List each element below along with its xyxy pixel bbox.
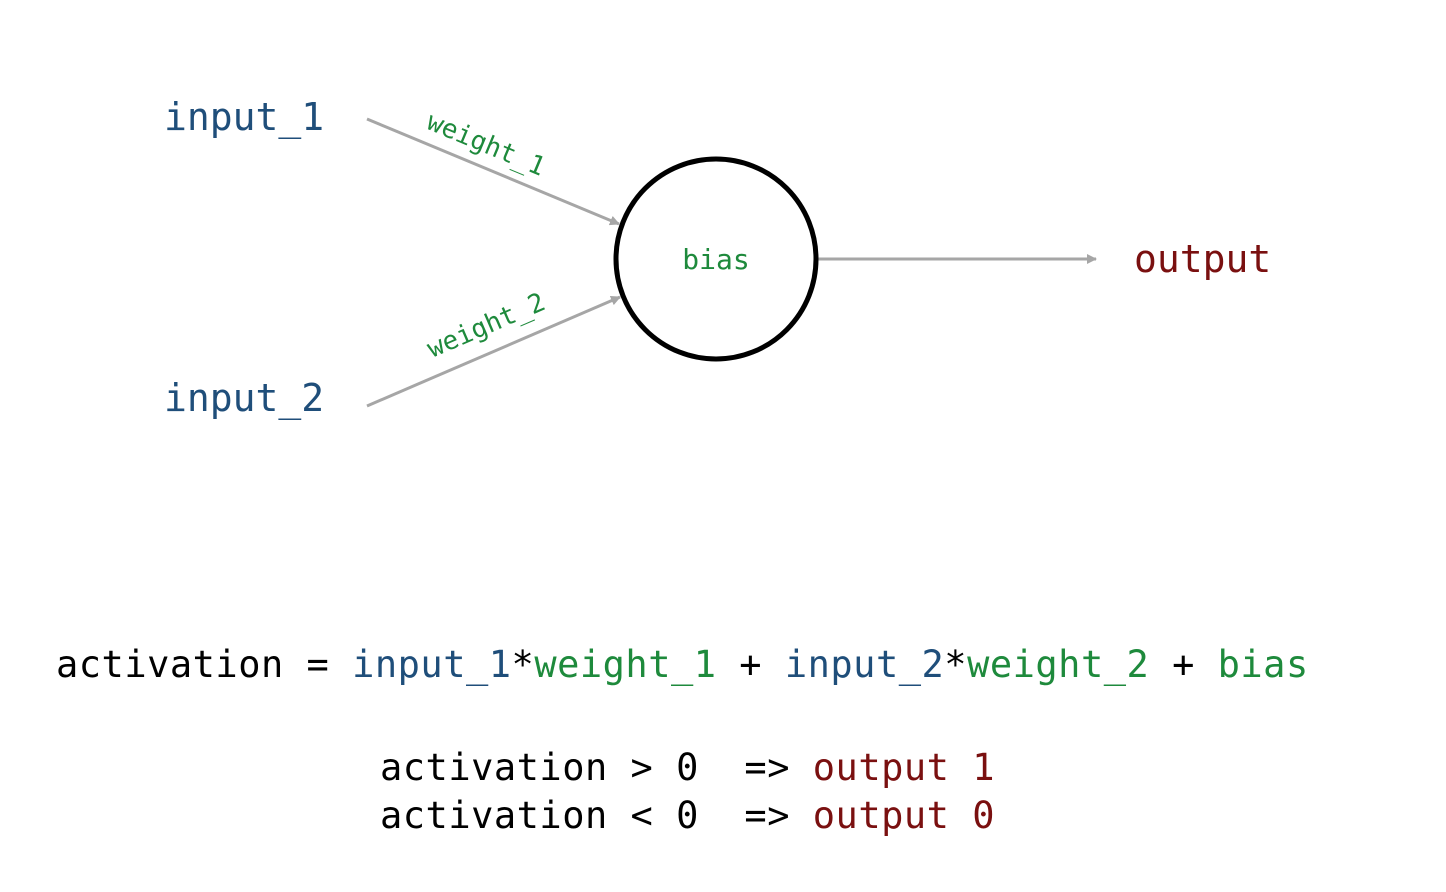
formula-bias: bias <box>1217 643 1309 686</box>
rule-condition: activation > 0 <box>380 746 699 789</box>
rule-arrow: => <box>698 794 813 837</box>
neuron-node <box>613 156 819 362</box>
formula-times-2: * <box>944 643 968 686</box>
weight-2-label: weight_2 <box>423 287 550 364</box>
formula-lhs: activation <box>56 643 284 686</box>
edge-input-1 <box>366 117 620 226</box>
formula-weight-1: weight_1 <box>534 643 717 686</box>
input-2-label: input_2 <box>164 376 324 421</box>
formula-input-1: input_1 <box>352 643 512 686</box>
formula-plus-1: + <box>716 643 785 686</box>
formula-input-2: input_2 <box>784 643 945 686</box>
formula-equals: = <box>283 643 353 686</box>
formula-times-1: * <box>511 643 535 686</box>
input-1-label: input_1 <box>164 95 324 140</box>
formula-plus-2: + <box>1149 643 1218 686</box>
rule-result: output 1 <box>812 746 995 789</box>
activation-formula: activation = input_1*weight_1 + input_2*… <box>56 640 1309 690</box>
weight-1-label: weight_1 <box>422 107 549 183</box>
rule-negative: activation < 0 => output 0 <box>380 792 995 840</box>
rule-result: output 0 <box>812 794 995 837</box>
rule-positive: activation > 0 => output 1 <box>380 744 995 792</box>
rule-arrow: => <box>698 746 813 789</box>
edge-input-2 <box>366 295 621 408</box>
rule-condition: activation < 0 <box>380 794 699 837</box>
formula-weight-2: weight_2 <box>967 643 1150 686</box>
bias-label: bias <box>682 243 749 276</box>
output-label: output <box>1134 237 1271 281</box>
